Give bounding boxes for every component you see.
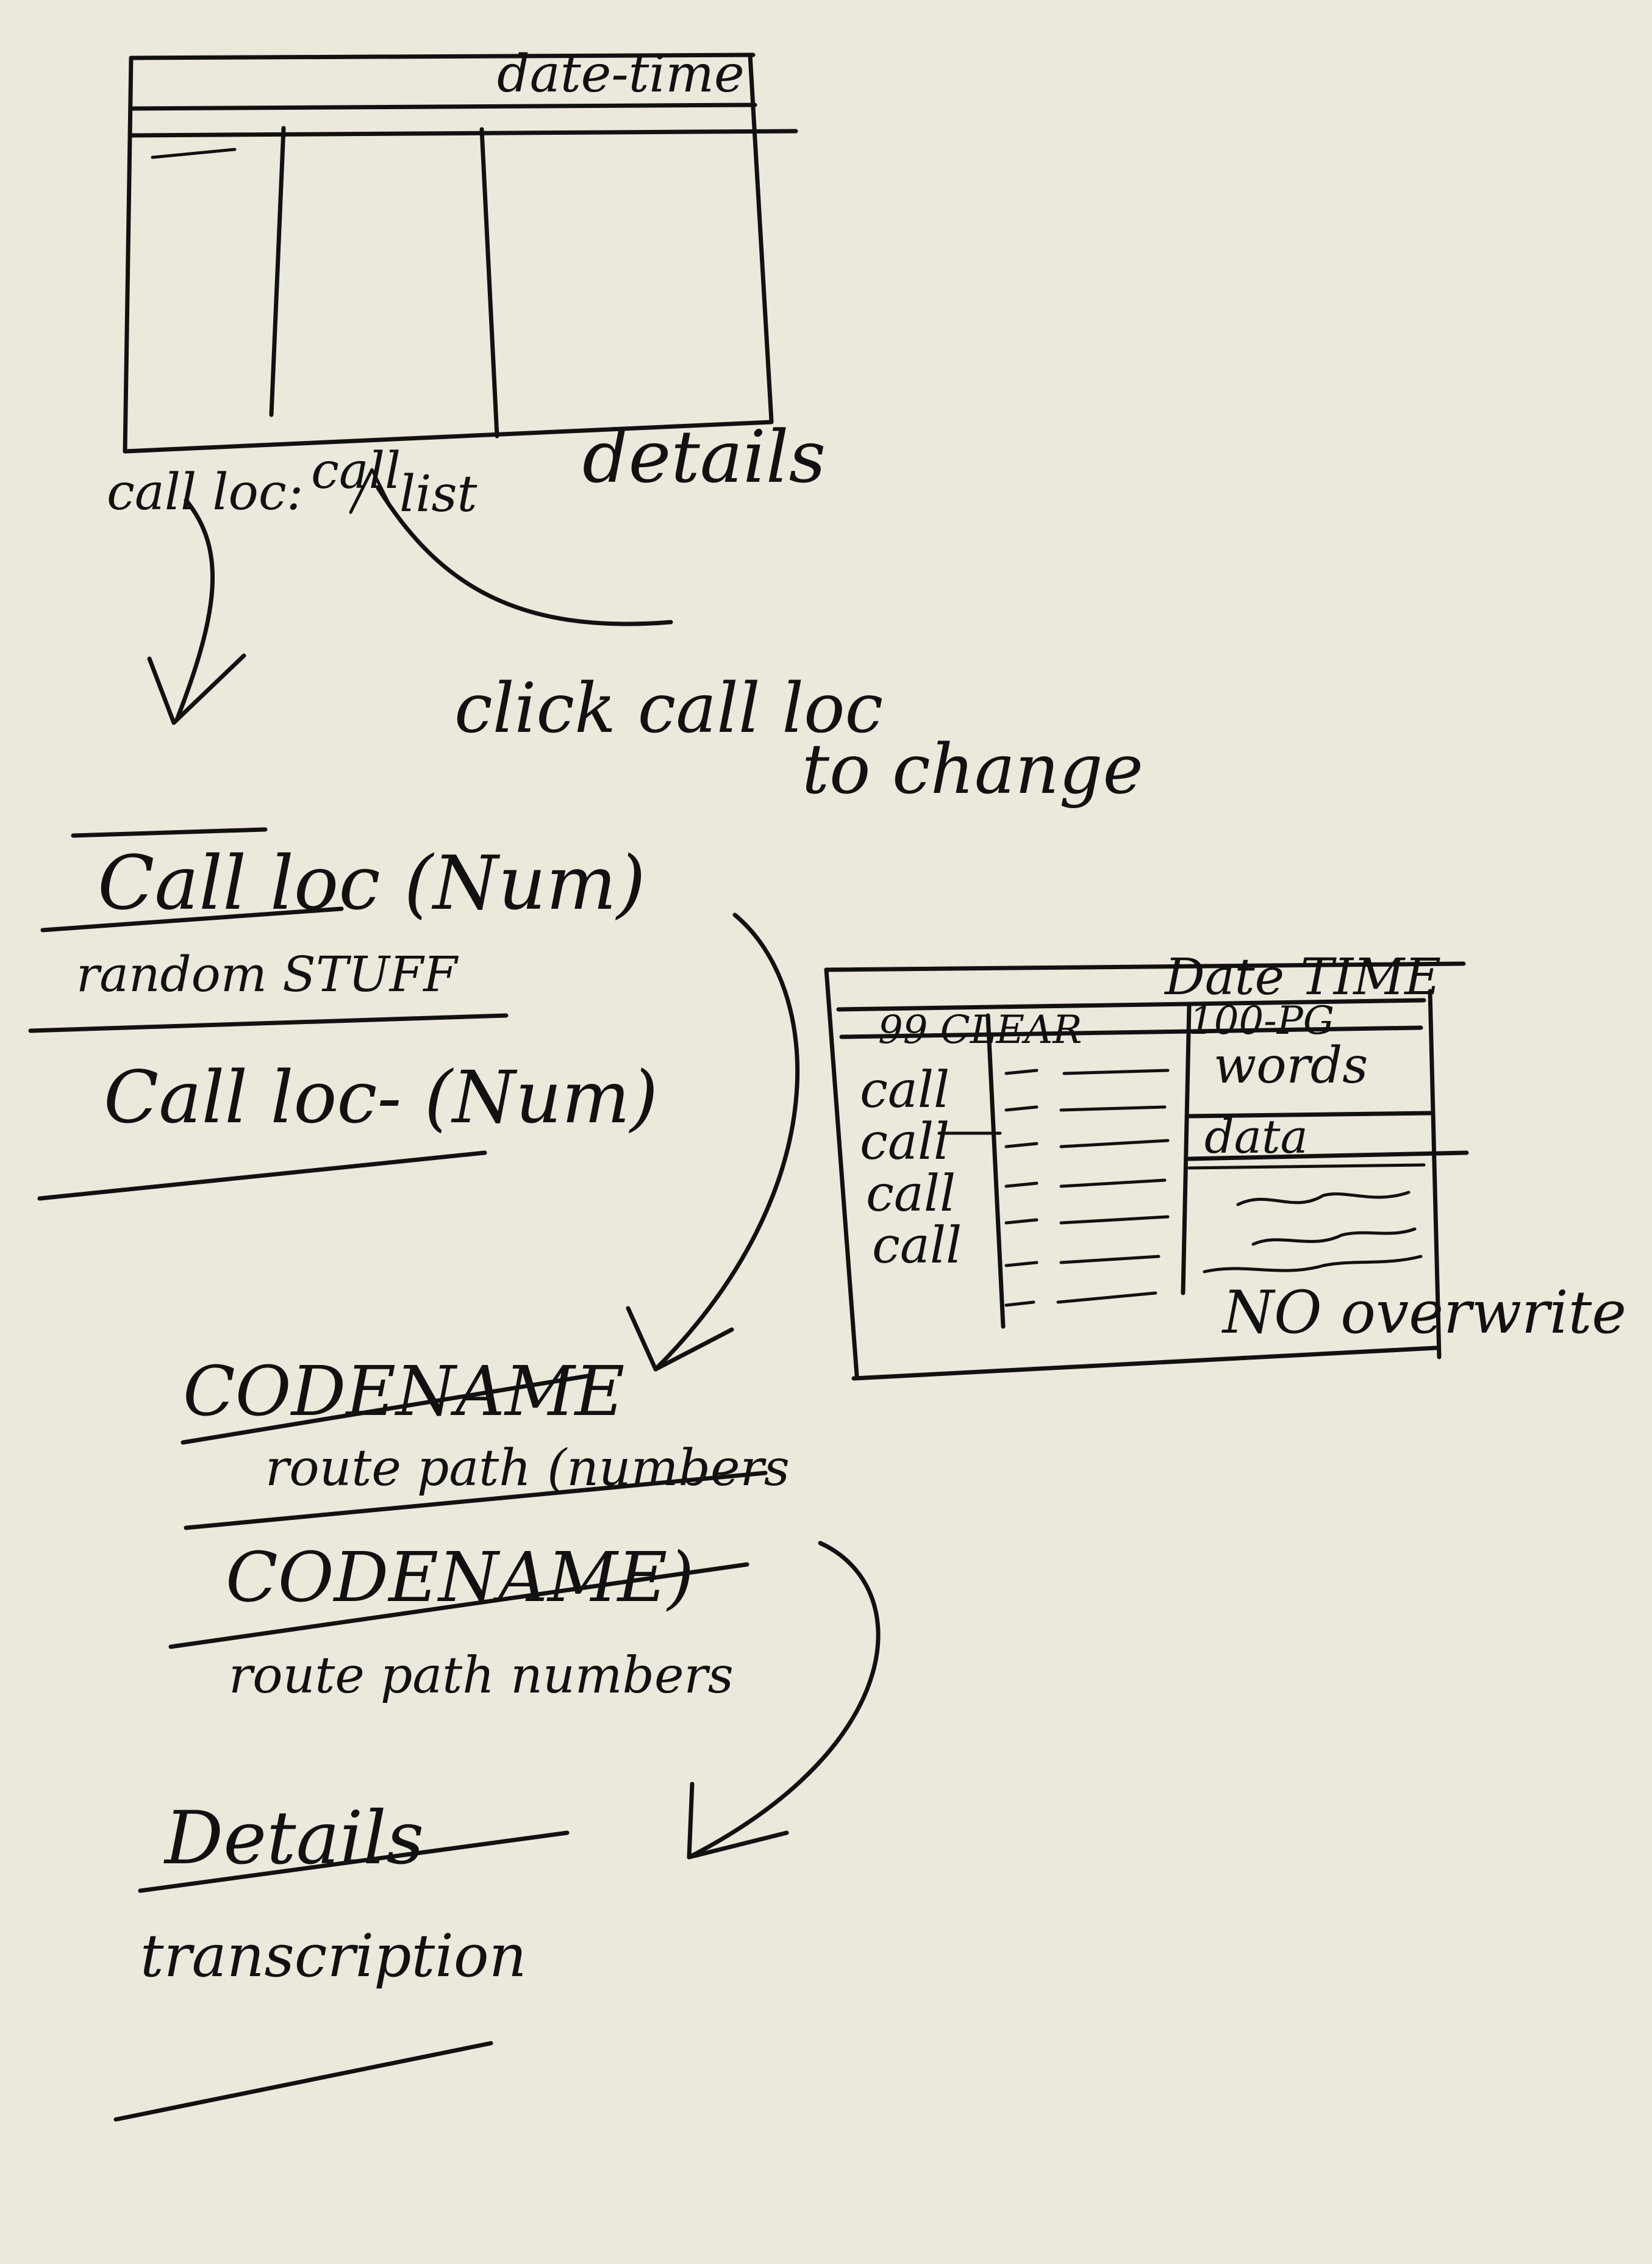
detail-col-divider-2: [1181, 1004, 1192, 1295]
call-loc-item1-bottomline: [28, 1013, 509, 1033]
label-details: details: [582, 415, 826, 499]
main-header-line-1: [129, 102, 757, 111]
main-col-divider-1: [269, 126, 286, 417]
main-frame-top: [129, 52, 756, 60]
detail-note: NO overwrite: [1221, 1278, 1626, 1347]
annotation-line-2: to change: [802, 730, 1143, 809]
arrow-to-codename: [653, 912, 799, 1372]
detail-right-words: words: [1214, 1037, 1368, 1095]
details-underline: [138, 1830, 570, 1893]
details-bottomline: [113, 2041, 493, 2122]
main-frame-bottom: [123, 420, 774, 454]
detail-frame-bottom: [851, 1345, 1439, 1381]
detail-call-1[interactable]: call: [860, 1061, 949, 1119]
detail-right-data: data: [1204, 1109, 1308, 1164]
detail-frame-right: [1428, 989, 1442, 1359]
detail-scribble-3: [1203, 1255, 1423, 1274]
arrow-down-to-call-loc-head: [147, 653, 246, 725]
detail-call-3[interactable]: call: [866, 1165, 956, 1223]
detail-wireframe: Date TIME 99 CLEAR 100-PG call call call…: [824, 948, 1626, 1381]
entry-1: [1004, 1069, 1170, 1075]
detail-scribble-1: [1236, 1191, 1411, 1206]
codename-item2-sub: route path numbers: [229, 1647, 734, 1705]
label-call: call: [311, 442, 401, 500]
call-loc-item1-topline: [71, 827, 268, 838]
main-wireframe: date-time call loc: call list details: [107, 44, 826, 523]
detail-frame-top: [824, 961, 1466, 972]
main-header-datetime: date-time: [497, 44, 745, 104]
detail-frame-left: [824, 967, 859, 1378]
detail-left-header: 99 CLEAR: [878, 1008, 1082, 1053]
codename-item1-title[interactable]: CODENAME: [183, 1352, 624, 1431]
detail-right-header: 100-PG: [1189, 998, 1334, 1044]
call-loc-item1-underline: [40, 906, 344, 933]
entry-6: [1004, 1255, 1160, 1267]
codename-item1-bottomline: [184, 1471, 768, 1530]
codename-item1-sub: route path (numbers: [265, 1439, 790, 1497]
entry-3: [1004, 1139, 1170, 1148]
codename-list: CODENAME route path (numbers CODENAME) r…: [168, 1352, 790, 1705]
main-col-divider-2: [479, 127, 499, 439]
arrow-curve-from-call: [376, 485, 673, 626]
label-call-loc: call loc:: [107, 464, 303, 521]
entry-2: [1004, 1105, 1167, 1112]
codename-item1-underline: [181, 1373, 594, 1445]
main-frame-right: [748, 52, 774, 423]
details-title: Details: [163, 1796, 424, 1881]
detail-call-4[interactable]: call: [872, 1217, 962, 1275]
call-loc-item1-title[interactable]: Call loc (Num): [98, 840, 646, 926]
call-loc-item2-title[interactable]: Call loc- (Num): [104, 1055, 658, 1139]
arrow-to-codename-head: [626, 1306, 734, 1372]
main-col-tick: [151, 148, 237, 159]
arrow-down-to-call-loc: [174, 498, 215, 722]
annotation-line-1: click call loc: [454, 669, 883, 748]
entry-5: [1004, 1215, 1170, 1225]
codename-item2-underline: [168, 1562, 749, 1649]
detail-scribble-2: [1251, 1227, 1417, 1246]
detail-header-line: [836, 998, 1426, 1012]
entry-4: [1004, 1178, 1167, 1188]
entry-7: [1004, 1291, 1157, 1307]
call-loc-list: Call loc (Num) random STUFF Call loc- (N…: [28, 827, 658, 1201]
call-loc-item1-sub: random STUFF: [76, 946, 459, 1003]
detail-right-line-3: [1187, 1163, 1426, 1170]
detail-middle-entries: [1004, 1069, 1170, 1307]
detail-right-line-2: [1187, 1150, 1469, 1161]
details-body: transcription: [140, 1922, 527, 1990]
call-loc-item2-bottomline: [37, 1150, 487, 1201]
arrow-to-details-head: [687, 1782, 789, 1860]
detail-right-line-1: [1187, 1111, 1432, 1119]
detail-header-datetime: Date TIME: [1164, 948, 1441, 1006]
main-frame-left: [123, 56, 134, 454]
detail-call-2[interactable]: call: [860, 1113, 949, 1171]
label-list: list: [399, 465, 478, 523]
detail-col-divider-1: [985, 1013, 1006, 1329]
detail-subheader-line: [839, 1025, 1423, 1039]
details-panel: Details transcription: [113, 1796, 570, 2122]
arrow-to-details: [687, 1541, 881, 1860]
main-header-line-2: [129, 129, 798, 138]
